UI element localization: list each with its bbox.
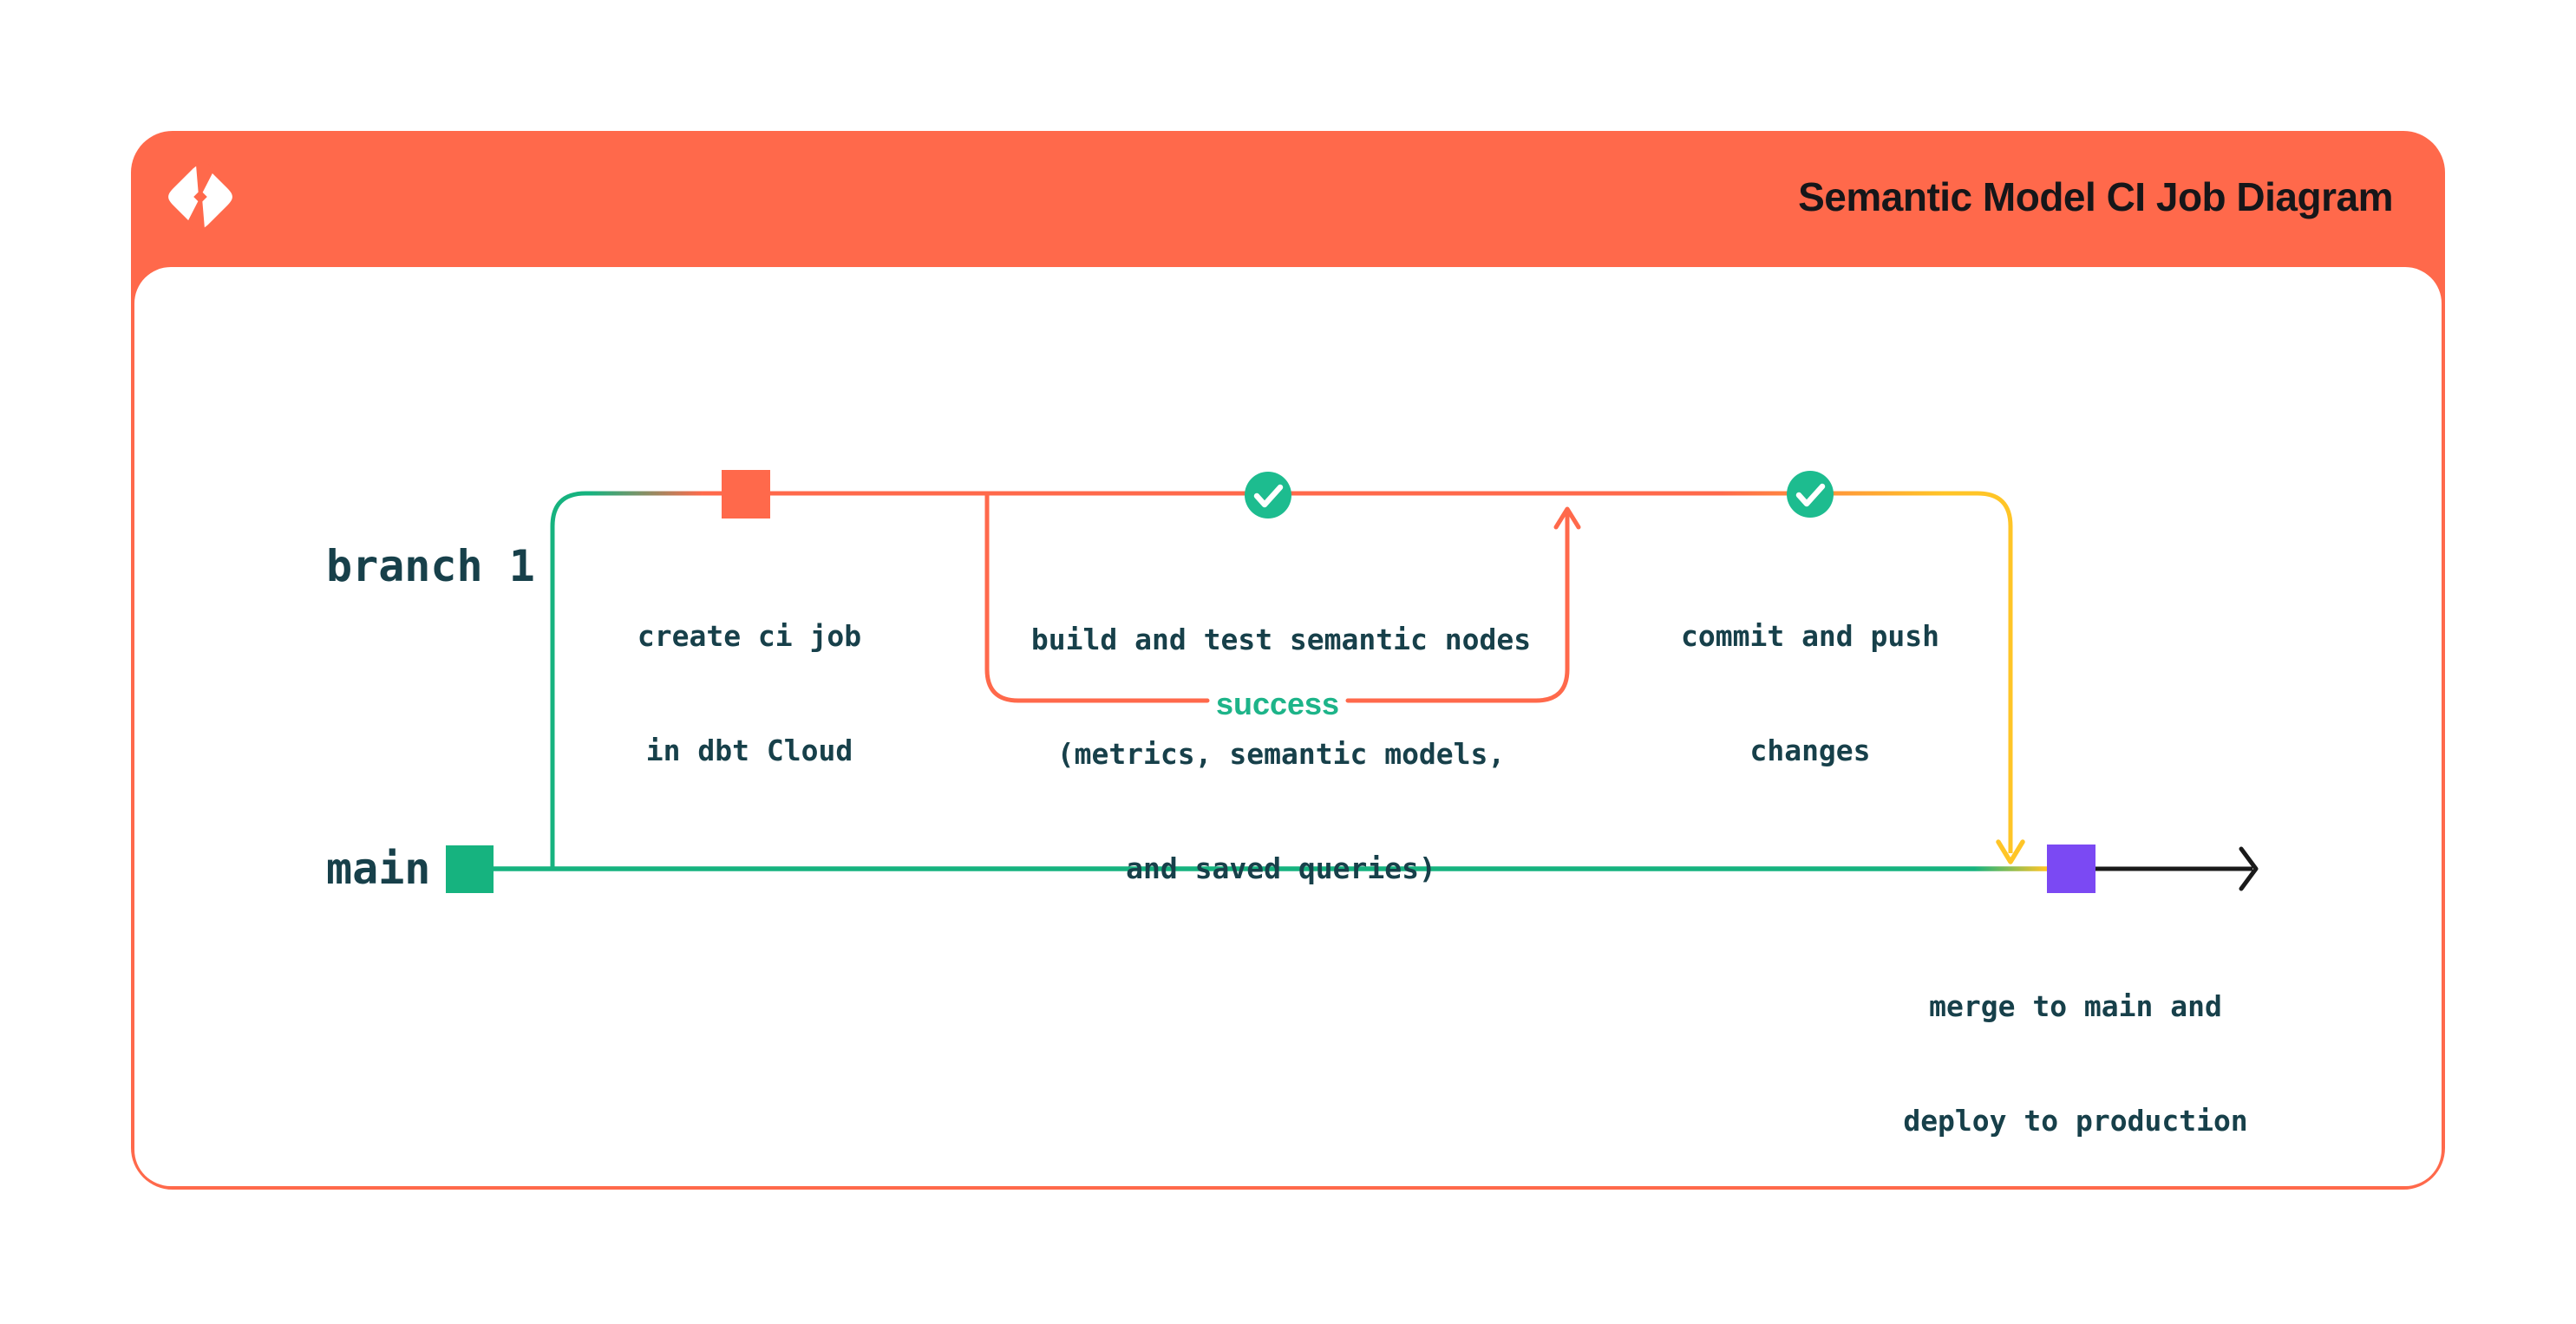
create-ci-node-label: create ci job in dbt Cloud bbox=[637, 541, 861, 846]
label-line: merge to main and bbox=[1929, 989, 2222, 1023]
dbt-logo-icon bbox=[168, 161, 232, 232]
label-line: changes bbox=[1749, 734, 1871, 767]
branch-1-label: branch 1 bbox=[326, 541, 535, 591]
label-line: (metrics, semantic models, bbox=[1056, 737, 1506, 771]
success-label: success bbox=[1215, 686, 1340, 721]
merge-deploy-node-label: merge to main and deploy to production bbox=[1903, 911, 2247, 1216]
label-line: deploy to production bbox=[1903, 1104, 2248, 1138]
commit-push-node-label: commit and push changes bbox=[1681, 541, 1939, 846]
label-line: in dbt Cloud bbox=[645, 734, 853, 767]
build-test-node-label: build and test semantic nodes (metrics, … bbox=[1031, 545, 1531, 964]
page-title: Semantic Model CI Job Diagram bbox=[1798, 174, 2393, 219]
label-line: commit and push bbox=[1680, 619, 1940, 653]
label-line: build and test semantic nodes bbox=[1030, 623, 1532, 656]
main-label: main bbox=[326, 844, 431, 894]
label-line: create ci job bbox=[637, 619, 862, 653]
label-line: and saved queries) bbox=[1126, 851, 1436, 885]
